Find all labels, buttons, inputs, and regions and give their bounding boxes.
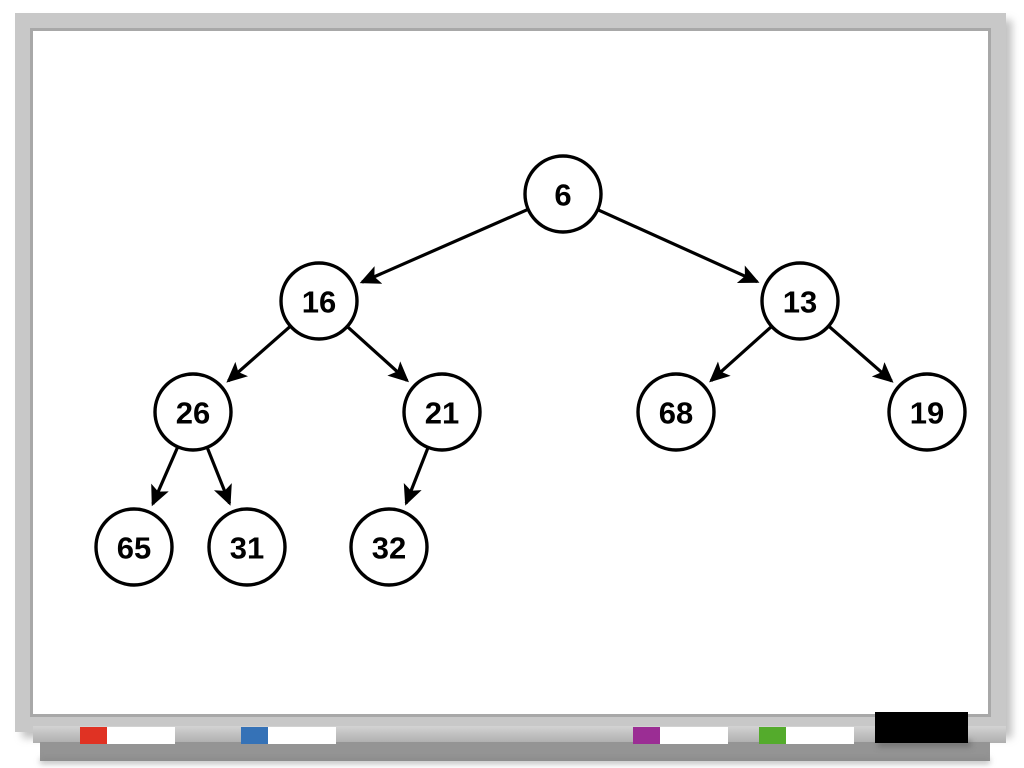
tree-edge-26-to-31 — [205, 447, 232, 506]
tree-edge-13-to-68 — [709, 325, 773, 383]
tree-node-32[interactable]: 32 — [349, 507, 429, 587]
tree-node-68[interactable]: 68 — [636, 372, 716, 452]
blue-marker-body — [268, 727, 336, 744]
tree-node-31[interactable]: 31 — [207, 507, 287, 587]
node-circle-32 — [349, 507, 429, 587]
purple-marker[interactable] — [633, 727, 728, 744]
blue-marker[interactable] — [241, 727, 336, 744]
pen-tray-ledge — [33, 726, 1006, 743]
node-circle-19 — [887, 372, 967, 452]
tree-node-6[interactable]: 6 — [523, 154, 603, 234]
eraser[interactable] — [875, 712, 968, 743]
node-label-26: 26 — [176, 396, 210, 431]
node-label-16: 16 — [302, 285, 336, 320]
node-label-19: 19 — [910, 396, 944, 431]
node-label-21: 21 — [425, 396, 459, 431]
tree-edge-6-to-16 — [359, 208, 528, 284]
tree-edge-16-to-21 — [346, 325, 410, 383]
tree-nodes: 6 16 13 26 21 68 19 65 31 32 — [94, 154, 967, 587]
green-marker[interactable] — [759, 727, 854, 744]
blue-marker-cap — [241, 727, 268, 744]
red-marker-body — [107, 727, 175, 744]
node-circle-26 — [153, 372, 233, 452]
node-label-68: 68 — [659, 396, 693, 431]
tree-node-16[interactable]: 16 — [279, 261, 359, 341]
tree-edge-26-to-65 — [151, 447, 179, 507]
pen-tray-shadow — [40, 758, 990, 764]
tree-node-19[interactable]: 19 — [887, 372, 967, 452]
tree-node-13[interactable]: 13 — [760, 261, 840, 341]
purple-marker-body — [660, 727, 728, 744]
green-marker-cap — [759, 727, 786, 744]
node-label-31: 31 — [230, 531, 264, 566]
red-marker[interactable] — [80, 727, 175, 744]
node-label-32: 32 — [372, 531, 406, 566]
tree-edge-13-to-19 — [828, 325, 894, 383]
node-circle-13 — [760, 261, 840, 341]
green-marker-body — [786, 727, 854, 744]
node-circle-68 — [636, 372, 716, 452]
tree-edge-6-to-13 — [597, 208, 760, 284]
node-circle-31 — [207, 507, 287, 587]
binary-tree-diagram: 6 16 13 26 21 68 19 65 31 32 — [94, 154, 967, 587]
purple-marker-cap — [633, 727, 660, 744]
node-circle-16 — [279, 261, 359, 341]
tree-edges — [151, 208, 894, 507]
pen-tray-lip — [40, 742, 990, 761]
tree-edge-21-to-32 — [403, 447, 430, 506]
node-label-13: 13 — [783, 285, 817, 320]
eraser-shadow — [878, 740, 971, 747]
node-circle-65 — [94, 507, 174, 587]
tree-node-26[interactable]: 26 — [153, 372, 233, 452]
red-marker-cap — [80, 727, 107, 744]
node-label-6: 6 — [554, 178, 571, 213]
tree-edge-16-to-26 — [226, 325, 291, 383]
node-label-65: 65 — [117, 531, 151, 566]
tree-node-21[interactable]: 21 — [402, 372, 482, 452]
tree-node-65[interactable]: 65 — [94, 507, 174, 587]
node-circle-21 — [402, 372, 482, 452]
node-circle-6 — [523, 154, 603, 234]
